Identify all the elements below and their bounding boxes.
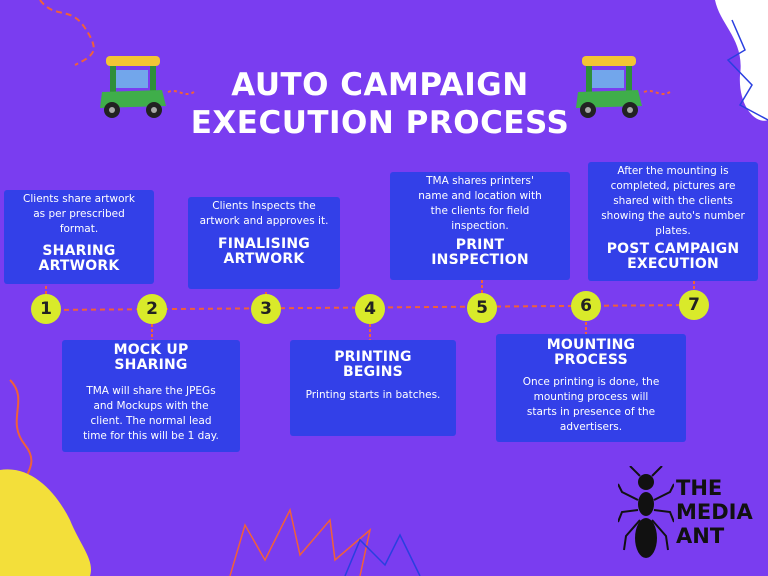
step-2-desc-line-1: TMA will share the JPEGs: [86, 385, 216, 397]
page-title: AUTO CAMPAIGN EXECUTION PROCESS: [180, 66, 580, 142]
step-4-heading-line-2: BEGINS: [343, 364, 403, 380]
title-line-1: AUTO CAMPAIGN: [231, 67, 529, 103]
step-1-heading-line-1: SHARING: [42, 243, 116, 259]
step-5-heading-line-2: INSPECTION: [431, 252, 529, 268]
step-6-heading-line-1: MOUNTING: [546, 337, 636, 353]
step-7-heading-line-2: EXECUTION: [627, 256, 719, 272]
step-number-2: 2: [137, 294, 167, 324]
step-3-heading-line-2: ARTWORK: [223, 251, 305, 267]
auto-rickshaw-icon: [100, 56, 195, 118]
step-3-desc-line-2: artwork and approves it.: [199, 215, 329, 227]
step-number-1: 1: [31, 294, 61, 324]
step-1-desc-line-2: as per prescribed: [33, 208, 125, 220]
burst-bottom-blue: [344, 533, 421, 576]
brand-line-2: MEDIA: [676, 500, 753, 524]
step-card-4: PRINTING BEGINS Printing starts in batch…: [290, 340, 456, 436]
step-2-heading-line-1: MOCK UP: [113, 342, 189, 358]
ant-logo-icon: [618, 466, 674, 558]
step-card-1: Clients share artwork as per prescribed …: [4, 190, 154, 284]
step-5-desc-line-4: inspection.: [451, 220, 509, 232]
step-7-desc-line-1: After the mounting is: [617, 165, 729, 177]
blob-top-right: [715, 0, 768, 121]
brand-line-3: ANT: [676, 524, 725, 548]
step-card-5: TMA shares printers' name and location w…: [390, 172, 570, 280]
step-5-heading-line-1: PRINT: [455, 237, 505, 253]
step-1-heading-line-2: ARTWORK: [38, 258, 120, 274]
step-7-desc-line-3: shared with the clients: [613, 195, 733, 207]
step-5-desc-line-1: TMA shares printers': [426, 175, 534, 187]
step-number-6: 6: [571, 291, 601, 321]
auto-rickshaw-icon: [576, 56, 671, 118]
step-6-desc-line-3: starts in presence of the: [526, 406, 656, 418]
step-card-6: MOUNTING PROCESS Once printing is done, …: [496, 334, 686, 442]
step-card-2: MOCK UP SHARING TMA will share the JPEGs…: [62, 340, 240, 452]
step-5-desc-line-3: the clients for field: [430, 205, 530, 217]
title-line-2: EXECUTION PROCESS: [190, 105, 570, 141]
step-7-desc-line-4: showing the auto's number: [601, 210, 745, 222]
step-2-heading-line-2: SHARING: [114, 357, 188, 373]
step-card-3: Clients Inspects the artwork and approve…: [188, 197, 340, 289]
step-2-desc-line-2: and Mockups with the: [93, 400, 209, 412]
step-6-desc-line-2: mounting process will: [533, 391, 649, 403]
step-number-5: 5: [467, 293, 497, 323]
step-1-desc-line-3: format.: [59, 223, 99, 235]
step-4-heading-line-1: PRINTING: [334, 349, 412, 365]
squiggle-top-left: [39, 0, 95, 66]
step-6-desc-line-4: advertisers.: [559, 421, 623, 433]
step-1-desc-line-1: Clients share artwork: [23, 193, 135, 205]
step-7-heading-line-1: POST CAMPAIGN: [606, 241, 740, 257]
step-7-desc-line-2: completed, pictures are: [610, 180, 736, 192]
step-2-desc-line-3: client. The normal lead: [90, 415, 212, 427]
step-4-desc-line-1: Printing starts in batches.: [305, 389, 441, 401]
step-3-heading-line-1: FINALISING: [218, 236, 310, 252]
step-6-desc-line-1: Once printing is done, the: [522, 376, 660, 388]
step-number-7: 7: [679, 290, 709, 320]
burst-bottom: [229, 507, 372, 576]
step-number-4: 4: [355, 294, 385, 324]
step-card-7: After the mounting is completed, picture…: [588, 162, 758, 281]
step-7-desc-line-5: plates.: [655, 225, 691, 237]
blob-bottom-left: [0, 469, 91, 576]
step-5-desc-line-2: name and location with: [418, 190, 542, 202]
zigzag-top-right: [726, 19, 768, 121]
step-2-desc-line-4: time for this will be 1 day.: [83, 430, 219, 442]
step-3-desc-line-1: Clients Inspects the: [212, 200, 316, 212]
brand-name: THE MEDIA ANT: [676, 476, 753, 548]
brand-line-1: THE: [676, 476, 723, 500]
step-6-heading-line-2: PROCESS: [554, 352, 628, 368]
step-number-3: 3: [251, 294, 281, 324]
